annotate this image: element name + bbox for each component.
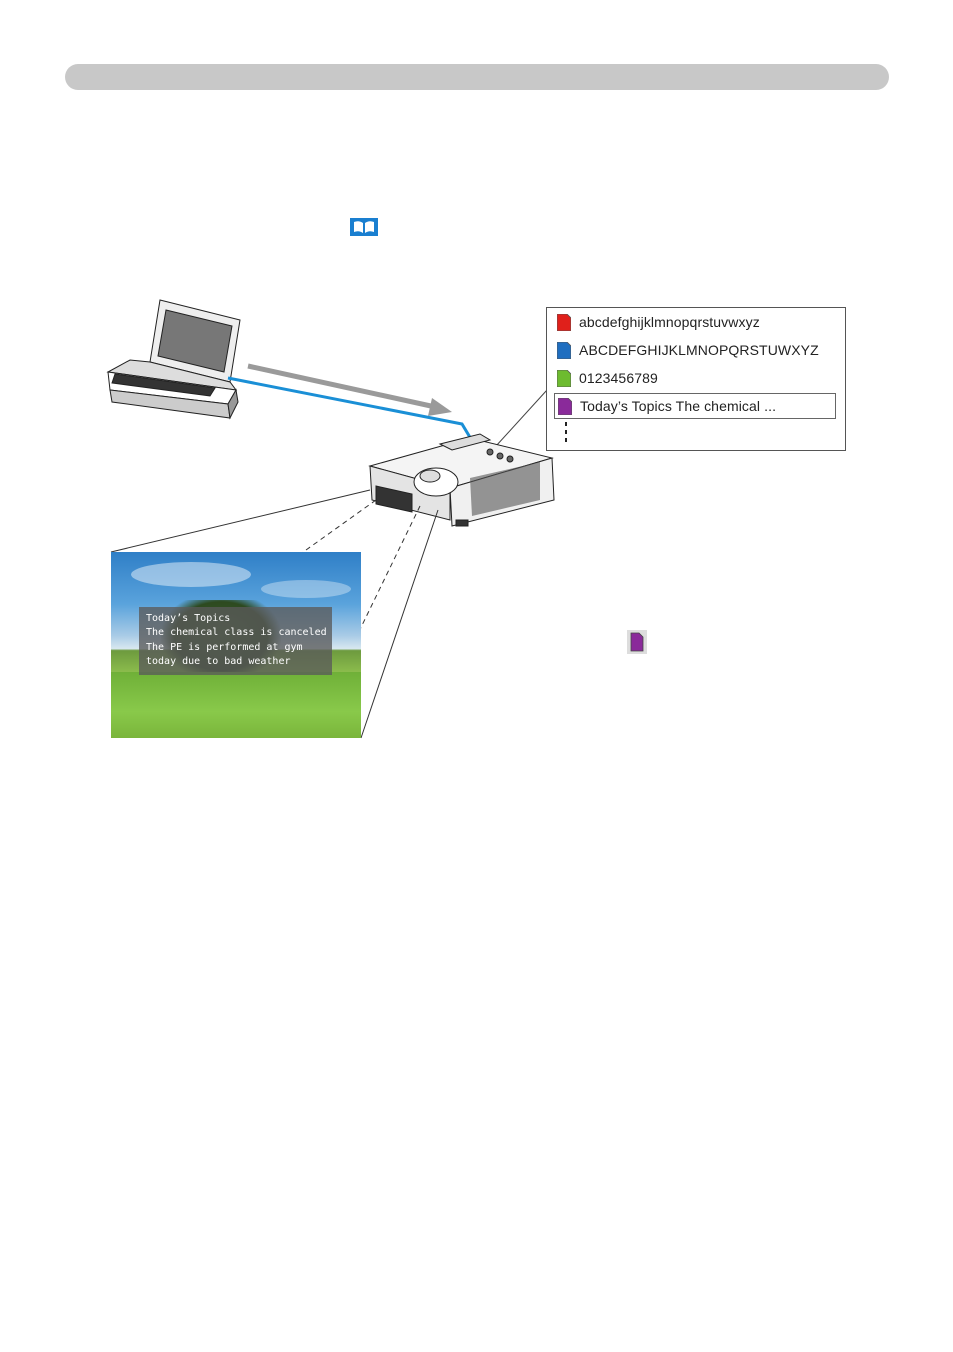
transfer-arrow: [248, 366, 452, 416]
projector-icon: [370, 434, 554, 526]
message-label: ABCDEFGHIJKLMNOPQRSTUWXYZ: [579, 342, 819, 358]
overlay-line: The chemical class is canceled: [146, 626, 325, 640]
callout-line: [496, 390, 547, 446]
overlay-line: Today’s Topics: [146, 612, 325, 626]
laptop-icon: [108, 300, 240, 418]
message-document-icon: [558, 398, 572, 415]
message-item[interactable]: 0123456789: [557, 367, 842, 389]
more-items-dots-icon: [564, 422, 568, 444]
message-label: abcdefghijklmnopqrstuvwxyz: [579, 314, 760, 330]
overlay-line: today due to bad weather: [146, 655, 325, 669]
purple-message-icon: [627, 630, 647, 654]
message-document-icon: [557, 370, 571, 387]
projected-screen: Today’s Topics The chemical class is can…: [111, 552, 361, 738]
message-label: Today’s Topics The chemical ...: [580, 398, 776, 414]
message-item-selected[interactable]: Today’s Topics The chemical ...: [554, 393, 836, 419]
message-label: 0123456789: [579, 370, 658, 386]
message-item[interactable]: ABCDEFGHIJKLMNOPQRSTUWXYZ: [557, 339, 842, 361]
message-item[interactable]: abcdefghijklmnopqrstuvwxyz: [557, 311, 842, 333]
message-overlay: Today’s Topics The chemical class is can…: [139, 607, 332, 675]
message-list: abcdefghijklmnopqrstuvwxyz ABCDEFGHIJKLM…: [546, 307, 846, 451]
message-document-icon: [557, 342, 571, 359]
message-document-icon: [557, 314, 571, 331]
overlay-line: The PE is performed at gym: [146, 641, 325, 655]
